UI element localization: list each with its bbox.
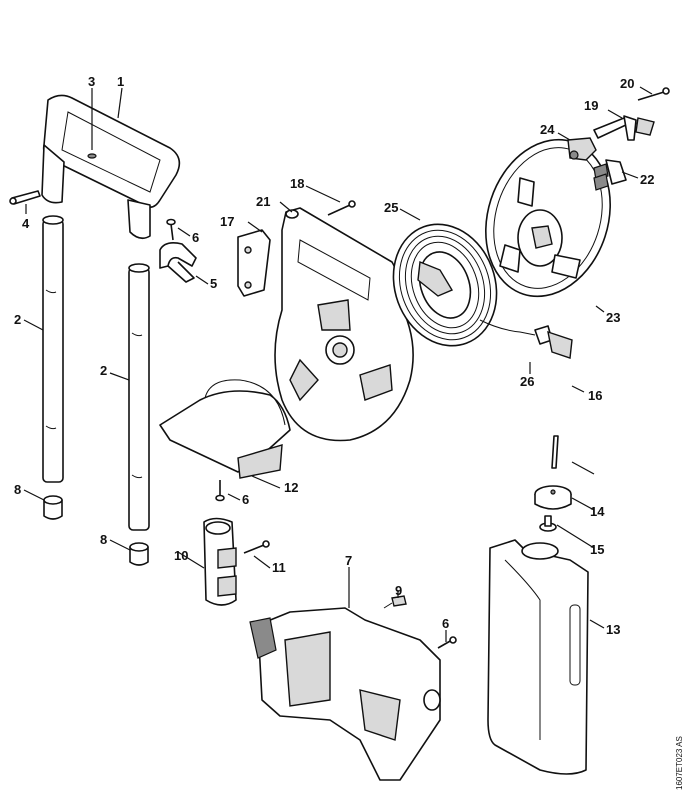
callout-8a: 8: [14, 482, 21, 497]
end-cap-right: [129, 542, 149, 566]
callout-18: 18: [290, 176, 304, 191]
adapter-part: [567, 137, 597, 161]
end-cap-left: [43, 495, 63, 520]
screw-6-mid: [215, 480, 225, 502]
callout-2a: 2: [14, 312, 21, 327]
callout-6b: 6: [242, 492, 249, 507]
callout-22: 22: [640, 172, 654, 187]
crank-part: [593, 115, 655, 141]
handle-part: [41, 94, 181, 240]
callout-15: 15: [590, 542, 604, 557]
cap-part: [534, 485, 572, 510]
screw-20: [637, 87, 670, 101]
drawing-code: 1607ET023 AS: [675, 736, 684, 790]
hose-coil-part: [392, 223, 536, 347]
callout-10: 10: [174, 548, 188, 563]
holder-part: [159, 379, 291, 479]
callout-6a: 6: [192, 230, 199, 245]
callout-1: 1: [117, 74, 124, 89]
coupling-part: [534, 325, 573, 359]
callout-24: 24: [540, 122, 555, 137]
screw-6-top: [166, 218, 176, 241]
housing-part: [249, 607, 441, 781]
callout-7: 7: [345, 553, 352, 568]
callout-19: 19: [584, 98, 598, 113]
tank-part: [487, 539, 589, 775]
tube-holder-part: [203, 517, 237, 606]
clip-part: [159, 242, 197, 283]
callout-16: 16: [588, 388, 602, 403]
clip-9-part: [383, 595, 407, 609]
callout-21: 21: [256, 194, 270, 209]
hose-16-part: [551, 435, 559, 469]
leader-lines: [23, 86, 653, 642]
screw-6-low: [437, 636, 457, 649]
callout-3: 3: [88, 74, 95, 89]
callout-4: 4: [22, 216, 30, 231]
tube-left: [42, 215, 64, 483]
callout-9: 9: [395, 583, 402, 598]
tube-right: [128, 263, 150, 531]
callout-26: 26: [520, 374, 534, 389]
callout-2b: 2: [100, 363, 107, 378]
callout-5: 5: [210, 276, 217, 291]
callout-6c: 6: [442, 616, 449, 631]
connector-part: [593, 159, 627, 191]
hose-reel-part: [485, 138, 611, 298]
bracket-part: [237, 229, 271, 297]
callout-20: 20: [620, 76, 634, 91]
filter-part: [539, 515, 557, 532]
callout-8b: 8: [100, 532, 107, 547]
callout-labels: 1 3 4 2 2 8 8 6 5 6 12 10 11 7 9 6 17 21…: [14, 74, 654, 637]
reel-frame-part: [274, 207, 414, 442]
callout-23: 23: [606, 310, 620, 325]
callout-12: 12: [284, 480, 298, 495]
screw-11: [243, 540, 270, 554]
callout-13: 13: [606, 622, 620, 637]
callout-14: 14: [590, 504, 605, 519]
callout-11: 11: [272, 560, 286, 575]
pin-part: [9, 190, 41, 205]
screw-18: [327, 200, 356, 216]
callout-25: 25: [384, 200, 398, 215]
callout-17: 17: [220, 214, 234, 229]
